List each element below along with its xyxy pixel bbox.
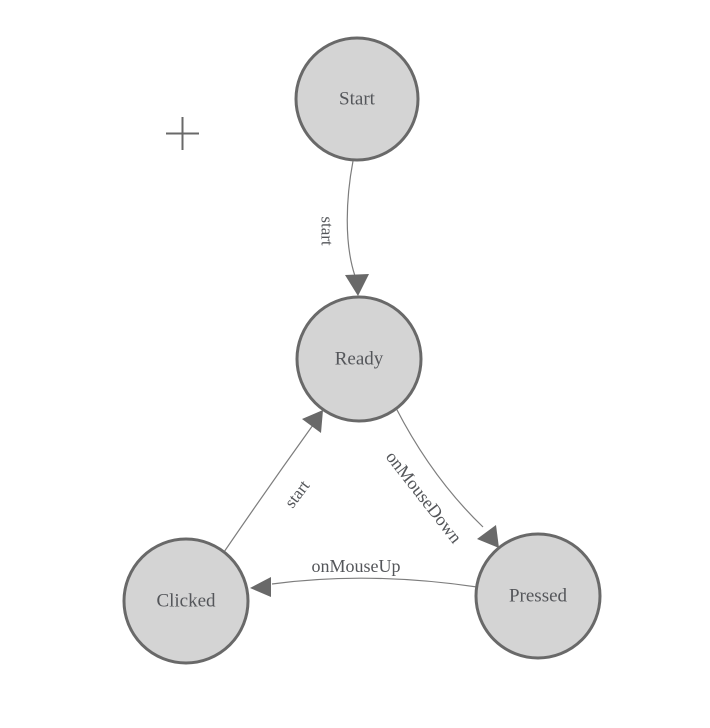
arrowhead-icon	[250, 577, 271, 597]
state-label: Clicked	[156, 591, 216, 612]
state-circle[interactable]	[295, 295, 423, 423]
edge-line[interactable]	[271, 577, 478, 588]
edge-label-onmousedown[interactable]: onMouseDown	[382, 447, 466, 547]
arrowhead-icon	[302, 410, 323, 433]
state-label: Pressed	[509, 586, 568, 607]
state-label: Ready	[335, 349, 384, 370]
edge-pressed-to-clicked[interactable]: onMouseUp	[250, 556, 478, 597]
arrowhead-icon	[345, 274, 369, 296]
state-node-ready[interactable]: Ready	[295, 295, 423, 423]
state-circle[interactable]	[122, 537, 250, 665]
edge-label-start[interactable]: start	[318, 216, 337, 246]
state-label: Start	[339, 89, 376, 110]
crosshair-icon	[166, 117, 199, 150]
edge-ready-to-pressed[interactable]: onMouseDown	[382, 407, 499, 548]
edge-line[interactable]	[395, 407, 484, 528]
state-node-clicked[interactable]: Clicked	[122, 537, 250, 665]
edge-clicked-to-ready[interactable]: start	[223, 410, 323, 553]
state-node-pressed[interactable]: Pressed	[474, 532, 602, 660]
arrowhead-icon	[477, 525, 499, 548]
state-circle[interactable]	[294, 36, 420, 162]
state-node-start[interactable]: Start	[294, 36, 420, 162]
edge-start-to-ready[interactable]: start	[318, 160, 370, 296]
edge-label-start[interactable]: start	[281, 476, 314, 511]
edge-line[interactable]	[346, 160, 356, 277]
state-circle[interactable]	[474, 532, 602, 660]
edge-line[interactable]	[223, 424, 314, 553]
edge-label-onmouseup[interactable]: onMouseUp	[312, 556, 401, 576]
